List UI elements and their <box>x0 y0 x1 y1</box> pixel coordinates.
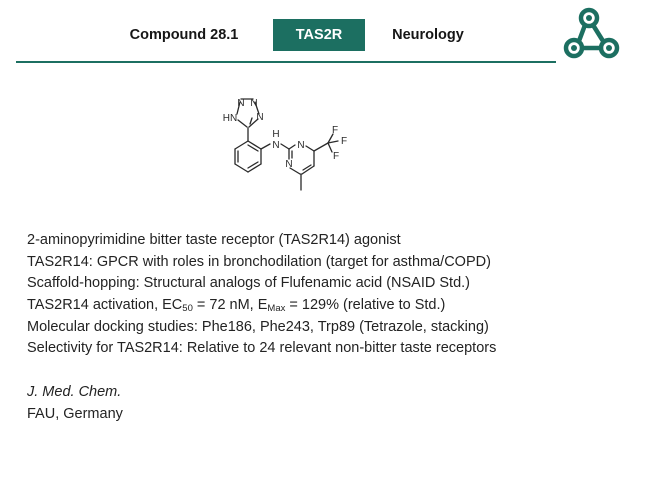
atom-label: N <box>285 159 292 170</box>
activation-mid: = 72 nM, E <box>192 297 268 314</box>
affiliation: FAU, Germany <box>27 405 123 422</box>
organization-logo-icon <box>563 7 620 59</box>
atom-label: F <box>332 125 338 136</box>
activation-suffix: = 129% (relative to Std.) <box>285 297 446 314</box>
atom-label: F <box>333 151 339 162</box>
tab-neurology[interactable]: Neurology <box>392 27 464 43</box>
chemical-structure: N N N HN H N N N F F F <box>223 98 347 191</box>
header-divider <box>16 61 556 63</box>
description-line: 2-aminopyrimidine bitter taste receptor … <box>27 232 401 248</box>
emax-subscript: Max <box>267 303 286 315</box>
atom-label: N <box>272 140 279 151</box>
tab-compound[interactable]: Compound 28.1 <box>129 27 239 43</box>
spacer <box>27 360 627 382</box>
description-line: Selectivity for TAS2R14: Relative to 24 … <box>27 340 497 357</box>
atom-label: N <box>297 140 304 151</box>
description-line: Scaffold-hopping: Structural analogs of … <box>27 275 471 292</box>
ec50-subscript: 50 <box>182 303 193 315</box>
tab-tas2r[interactable]: TAS2R <box>273 19 365 51</box>
atom-label: N <box>250 98 257 109</box>
atom-label: N <box>256 112 263 123</box>
description-line: Molecular docking studies: Phe186, Phe24… <box>27 318 489 335</box>
description-line: TAS2R14: GPCR with roles in bronchodilat… <box>27 253 491 270</box>
atom-label: N <box>237 98 244 109</box>
atom-label: F <box>341 136 347 147</box>
compound-description: 2-aminopyrimidine bitter taste receptor … <box>27 230 627 425</box>
activation-prefix: TAS2R14 activation, EC <box>27 297 183 314</box>
atom-label: HN <box>223 113 237 124</box>
activation-line: TAS2R14 activation, EC50 = 72 nM, EMax =… <box>27 295 627 317</box>
atom-label: H <box>272 129 279 140</box>
header: Compound 28.1 TAS2R Neurology <box>0 0 650 64</box>
journal-name: J. Med. Chem. <box>27 383 122 400</box>
